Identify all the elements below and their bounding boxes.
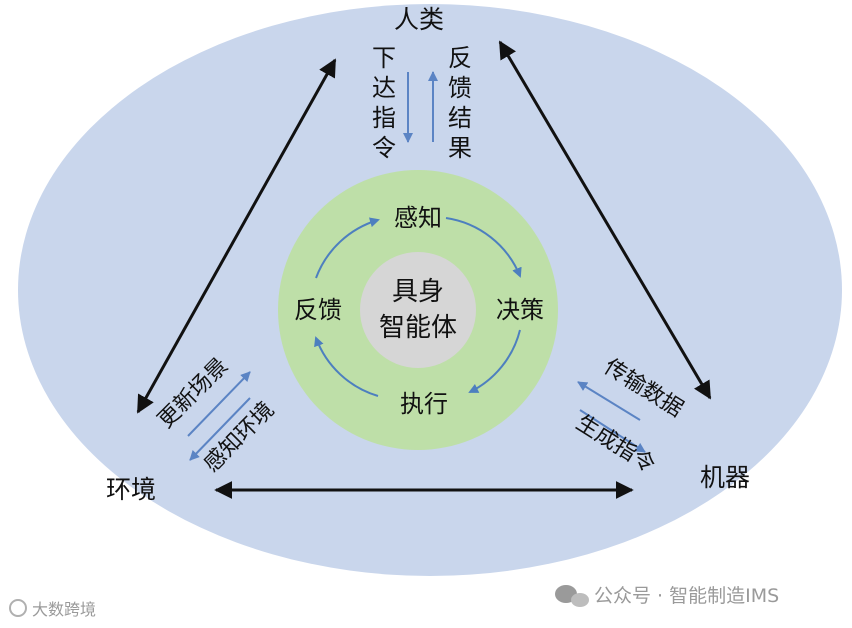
svg-text:结: 结 (448, 104, 472, 132)
cycle-feedback: 反馈 (294, 296, 342, 324)
svg-text:果: 果 (448, 134, 472, 162)
label-feedback-results: 反 馈 结 果 (448, 44, 472, 162)
center-line-1: 具身 (392, 277, 444, 307)
node-machine: 机器 (700, 463, 750, 492)
label-issue-commands: 下 达 指 令 (372, 44, 396, 162)
svg-text:达: 达 (372, 74, 396, 102)
arrow-human-environment (136, 58, 337, 414)
cycle-arrow-feedback-perceive (315, 217, 380, 279)
cycle-arrow-perceive-decide (445, 217, 522, 278)
watermark-right-text: 公众号 · 智能制造IMS (594, 585, 779, 607)
cycle-perceive: 感知 (394, 204, 442, 232)
arrow-update-scene (187, 371, 251, 437)
svg-text:令: 令 (372, 134, 396, 162)
svg-text:反: 反 (448, 44, 472, 72)
cycle-arrow-execute-feedback (314, 336, 379, 397)
cycle-arrow-decide-execute (468, 329, 521, 393)
arrow-transmit-data (577, 381, 641, 421)
center-line-2: 智能体 (379, 313, 457, 343)
watermark-left-text: 大数跨境 (32, 600, 96, 619)
watermark-left: 大数跨境 (9, 599, 96, 619)
svg-text:指: 指 (372, 104, 396, 132)
cycle-execute: 执行 (400, 390, 448, 418)
arrow-human-machine (498, 40, 712, 400)
node-environment: 环境 (106, 475, 156, 504)
node-human: 人类 (394, 5, 444, 34)
arrow-perceive-environment (189, 397, 251, 461)
svg-text:下: 下 (372, 44, 396, 72)
arrow-generate-commands (579, 409, 646, 453)
cycle-decide: 决策 (496, 296, 544, 324)
svg-text:馈: 馈 (448, 74, 472, 102)
logo-icon (9, 599, 27, 617)
inner-circle (360, 252, 476, 368)
watermark-right: 公众号 · 智能制造IMS (555, 585, 779, 607)
